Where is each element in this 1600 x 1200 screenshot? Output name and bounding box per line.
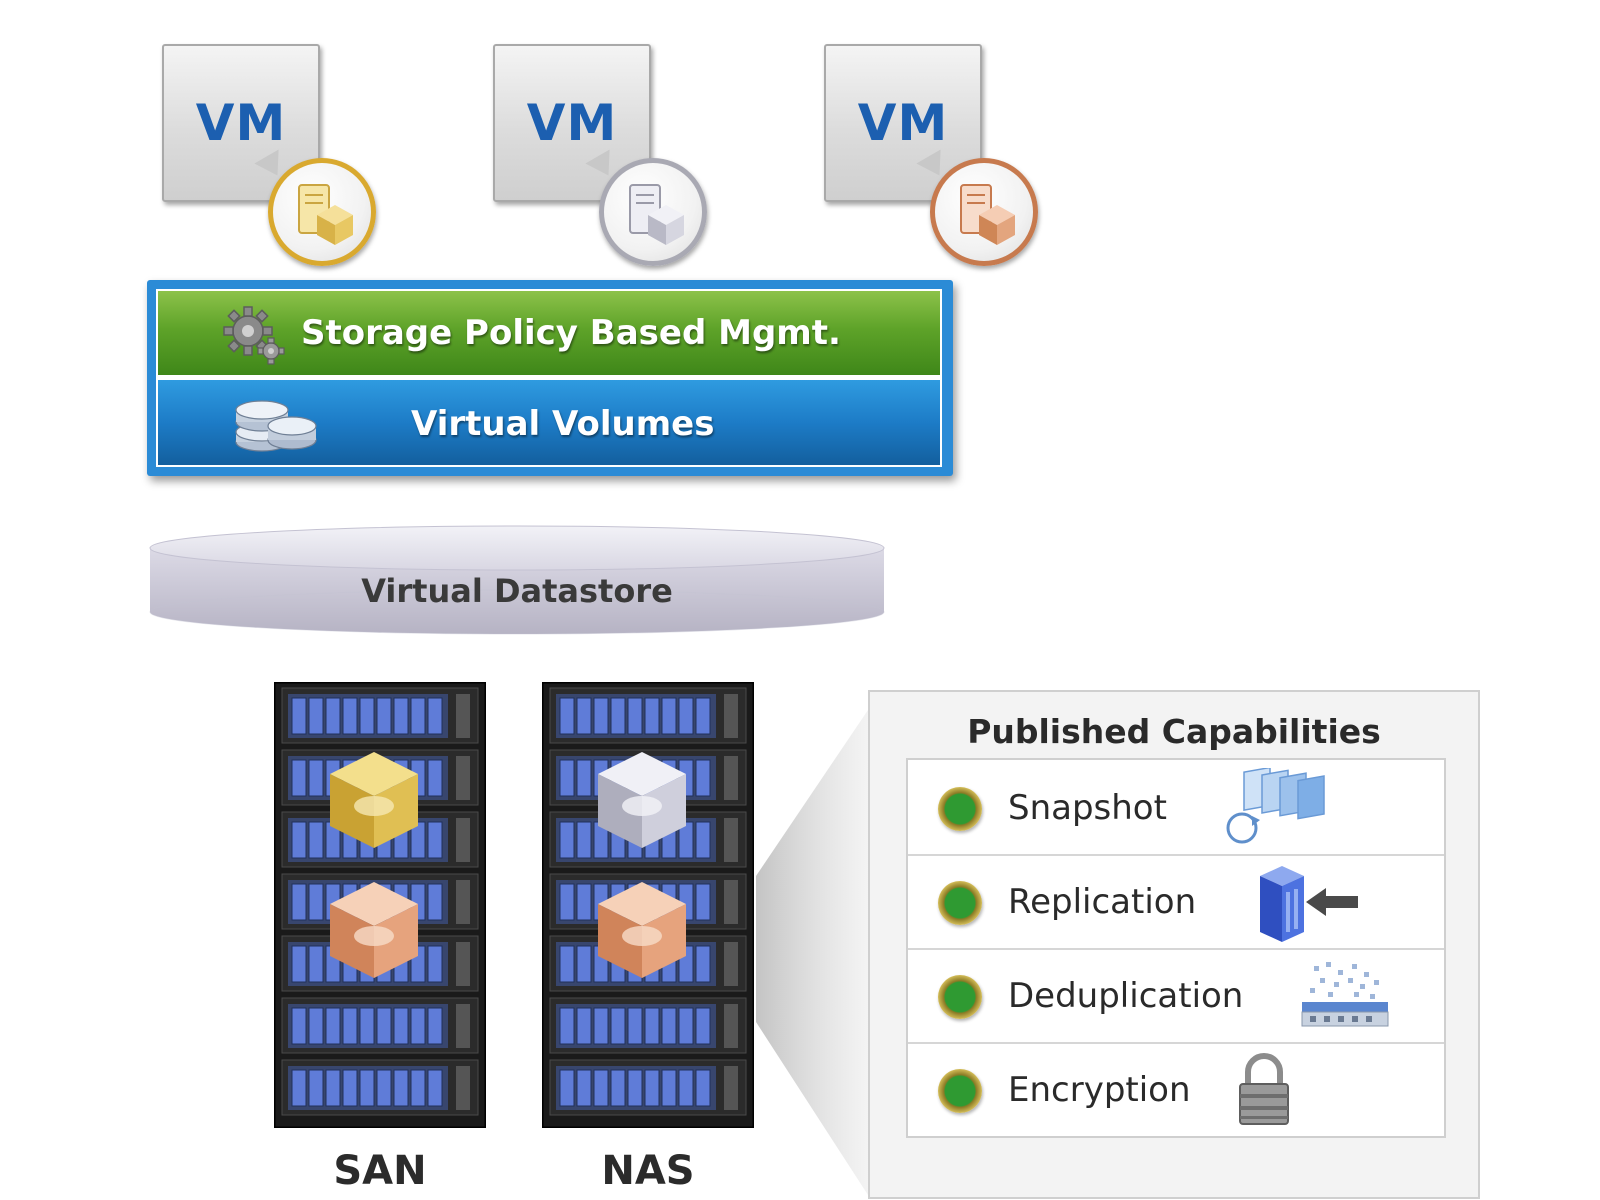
status-dot-icon: [938, 1069, 982, 1113]
capabilities-list: Snapshot Replication: [906, 758, 1446, 1138]
volumes-stack-icon: [235, 400, 317, 452]
storage-object-gold: [330, 752, 418, 848]
vm-label: VM: [195, 94, 287, 152]
status-dot-icon: [938, 787, 982, 831]
storage-object-silver: [598, 752, 686, 848]
capability-row-replication[interactable]: Replication: [908, 854, 1444, 950]
capability-label: Deduplication: [1008, 976, 1244, 1016]
storage-object-bronze: [598, 882, 686, 978]
status-dot-icon: [938, 975, 982, 1019]
nas-label: NAS: [601, 1148, 695, 1194]
spbm-bar[interactable]: Storage Policy Based Mgmt.: [158, 291, 940, 375]
capabilities-title: Published Capabilities: [967, 712, 1381, 751]
capability-label: Replication: [1008, 882, 1197, 922]
policy-scroll-cube-icon: [629, 184, 684, 245]
capability-row-deduplication[interactable]: Deduplication: [908, 948, 1444, 1044]
policy-badge-bronze: [930, 158, 1038, 266]
virtual-volumes-label: Virtual Volumes: [411, 404, 715, 444]
capability-label: Snapshot: [1008, 788, 1167, 828]
rack-shelves: [549, 687, 747, 1116]
policy-scroll-cube-icon: [960, 184, 1015, 245]
vm-label: VM: [526, 94, 618, 152]
snapshot-icon: [1226, 768, 1325, 844]
lock-icon: [1239, 1053, 1289, 1125]
san-label: SAN: [333, 1148, 427, 1194]
datastore-label: Virtual Datastore: [361, 572, 673, 610]
capability-label: Encryption: [1008, 1070, 1191, 1110]
nas-rack[interactable]: [542, 682, 754, 1128]
rack-shelves: [281, 687, 479, 1116]
policy-badge-silver: [599, 158, 707, 266]
vm-label: VM: [857, 94, 949, 152]
datastore-disk: [149, 525, 885, 635]
replication-icon: [1260, 866, 1358, 942]
policy-badge-gold: [268, 158, 376, 266]
gear-icon: [223, 306, 285, 365]
storage-stack-inner: Storage Policy Based Mgmt.: [156, 289, 942, 467]
capability-row-encryption[interactable]: Encryption: [908, 1042, 1444, 1136]
deduplication-icon: [1301, 962, 1389, 1027]
capability-row-snapshot[interactable]: Snapshot: [908, 760, 1444, 856]
storage-stack: Storage Policy Based Mgmt.: [147, 280, 953, 476]
status-dot-icon: [938, 881, 982, 925]
capabilities-panel: Published Capabilities Snapshot: [868, 690, 1480, 1199]
projection-beam: [756, 710, 868, 1195]
storage-object-bronze: [330, 882, 418, 978]
spbm-label: Storage Policy Based Mgmt.: [301, 313, 841, 353]
policy-scroll-cube-icon: [298, 184, 353, 245]
virtual-volumes-bar[interactable]: Virtual Volumes: [158, 380, 940, 465]
san-rack[interactable]: [274, 682, 486, 1128]
